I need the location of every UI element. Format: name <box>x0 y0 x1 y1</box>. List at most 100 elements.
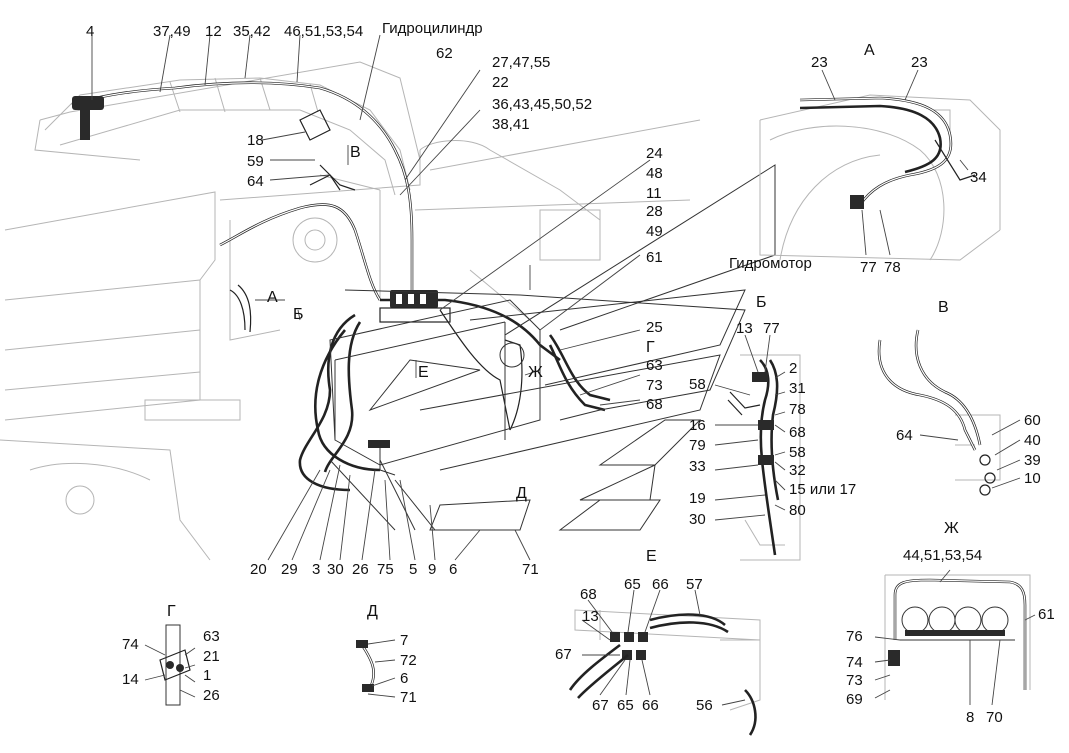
callout-label: 38,41 <box>492 116 530 133</box>
view-v-label: 39 <box>1024 452 1041 469</box>
view-b-label: 31 <box>789 380 806 397</box>
view-e-label: 68 <box>580 586 597 603</box>
view-e-label: 65 <box>624 576 641 593</box>
view-d-title: Д <box>367 603 378 620</box>
view-v-label: 40 <box>1024 432 1041 449</box>
view-zh-label: 76 <box>846 628 863 645</box>
view-zh-labels: Ж 44,51,53,54 61 76 74 73 69 8 70 <box>846 520 1055 726</box>
view-a-label: 23 <box>911 54 928 71</box>
view-b-label: 58 <box>689 376 706 393</box>
callout-label: 26 <box>352 561 369 578</box>
machine-body-outline <box>0 61 701 561</box>
view-d-label: 7 <box>400 632 408 649</box>
view-e-label: 56 <box>696 697 713 714</box>
view-b <box>714 334 801 561</box>
view-b-label: 16 <box>689 417 706 434</box>
view-b-label: 33 <box>689 458 706 475</box>
view-a-label: 23 <box>811 54 828 71</box>
view-b-label: 77 <box>763 320 780 337</box>
main-view <box>0 34 776 561</box>
callout-label: 3 <box>312 561 320 578</box>
callout-label: 22 <box>492 74 509 91</box>
view-b-label: 68 <box>789 424 806 441</box>
callout-label: 46,51,53,54 <box>284 23 363 40</box>
view-g-label: 63 <box>203 628 220 645</box>
callout-label: 4 <box>86 23 94 40</box>
view-v-labels: В 64 60 40 39 10 <box>896 299 1041 487</box>
section-projection-lines <box>329 164 776 531</box>
callout-label: 61 <box>646 249 663 266</box>
view-g-label: 74 <box>122 636 139 653</box>
view-a <box>759 69 1001 261</box>
section-marker-v: В <box>350 144 361 161</box>
callout-label: 6 <box>449 561 457 578</box>
callout-label: 24 <box>646 145 663 162</box>
view-b-label: 15 или 17 <box>789 481 856 498</box>
view-d-labels: Д 7 72 6 71 <box>367 603 417 706</box>
section-marker-g: Г <box>646 339 655 356</box>
hose-bundle-main <box>219 203 611 492</box>
callout-label: 48 <box>646 165 663 182</box>
callout-label: 11 <box>646 185 662 202</box>
callout-label: 20 <box>250 561 267 578</box>
callout-label: 49 <box>646 223 663 240</box>
callout-label: 71 <box>522 561 539 578</box>
view-a-labels: А 23 23 34 Гидромотор 77 78 <box>729 42 987 276</box>
view-v-label: 60 <box>1024 412 1041 429</box>
section-marker-e: Е <box>418 364 429 381</box>
view-d <box>356 639 396 698</box>
callout-label: 73 <box>646 377 663 394</box>
boom-arm <box>44 77 411 196</box>
view-a-label: 34 <box>970 169 987 186</box>
view-e-labels: Е 68 65 66 57 13 67 67 65 66 56 <box>555 548 713 714</box>
hydraulic-tank <box>329 299 541 476</box>
callout-label: 12 <box>205 23 222 40</box>
view-g-title: Г <box>167 603 176 620</box>
callout-label: 36,43,45,50,52 <box>492 96 592 113</box>
view-e-label: 13 <box>582 608 599 625</box>
view-a-label: 78 <box>884 259 901 276</box>
callout-label: 25 <box>646 319 663 336</box>
view-g <box>144 624 196 706</box>
view-e-label: 66 <box>652 576 669 593</box>
view-b-label: 78 <box>789 401 806 418</box>
view-zh-label: 73 <box>846 672 863 689</box>
view-zh <box>874 569 1036 706</box>
view-e <box>568 589 761 736</box>
callout-labels: 4 37,49 12 35,42 46,51,53,54 Гидроцилинд… <box>86 20 663 578</box>
view-e-label: 67 <box>592 697 609 714</box>
view-b-label: 2 <box>789 360 797 377</box>
callout-label: 62 <box>436 45 453 62</box>
valve-block <box>379 290 451 323</box>
section-marker-a: А <box>267 289 278 306</box>
callout-label: 9 <box>428 561 436 578</box>
view-b-label: 32 <box>789 462 806 479</box>
view-a-title: А <box>864 42 875 59</box>
view-d-label: 6 <box>400 670 408 687</box>
callout-label: 27,47,55 <box>492 54 550 71</box>
view-zh-label: 69 <box>846 691 863 708</box>
view-a-label: Гидромотор <box>729 255 812 272</box>
callout-label: 64 <box>247 173 264 190</box>
section-marker-d: Д <box>516 485 527 502</box>
callout-label: 29 <box>281 561 298 578</box>
view-b-labels: Б 13 77 2 58 31 78 68 16 79 58 33 32 15 … <box>689 294 856 528</box>
view-zh-label: 8 <box>966 709 974 726</box>
view-zh-title: Ж <box>944 520 959 537</box>
callout-label: 75 <box>377 561 394 578</box>
view-zh-label: 61 <box>1038 606 1055 623</box>
callout-label: 28 <box>646 203 663 220</box>
view-g-label: 26 <box>203 687 220 704</box>
view-b-label: 80 <box>789 502 806 519</box>
callout-label: 68 <box>646 396 663 413</box>
view-e-label: 57 <box>686 576 703 593</box>
view-b-label: 19 <box>689 490 706 507</box>
view-d-label: 71 <box>400 689 417 706</box>
view-e-label: 65 <box>617 697 634 714</box>
view-zh-label: 44,51,53,54 <box>903 547 982 564</box>
view-zh-label: 74 <box>846 654 863 671</box>
section-marker-zh: Ж <box>528 364 543 381</box>
view-a-label: 77 <box>860 259 877 276</box>
